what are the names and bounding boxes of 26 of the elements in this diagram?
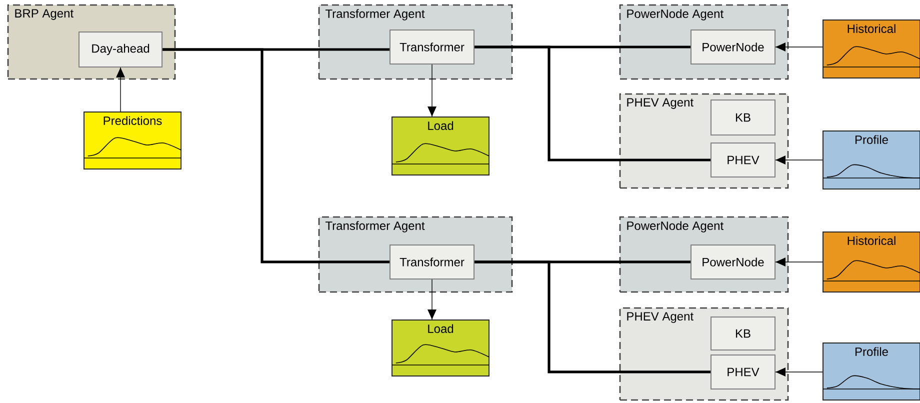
component-box: Transformer: [390, 30, 474, 64]
component-box: PHEV: [710, 142, 776, 178]
component-box: PowerNode: [690, 244, 776, 280]
data-box: Load: [392, 116, 490, 176]
component-box: Day-ahead: [78, 32, 163, 68]
connector: [116, 67, 126, 112]
component-box: PHEV: [710, 354, 776, 390]
connector: [428, 279, 436, 320]
connector: [162, 48, 390, 264]
component-box: Transformer: [390, 244, 474, 280]
component-box: KB: [710, 316, 776, 350]
data-box: Profile: [822, 342, 920, 400]
data-box: Historical: [822, 231, 920, 292]
data-box: Historical: [822, 20, 920, 78]
data-box: Load: [392, 319, 490, 376]
connector: [474, 46, 710, 162]
connector: [775, 367, 823, 376]
connector: [775, 155, 823, 164]
component-box: KB: [710, 100, 776, 136]
connector: [428, 64, 436, 117]
connector: [474, 260, 710, 374]
component-box: PowerNode: [690, 30, 776, 64]
connector: [775, 42, 823, 52]
data-box: Profile: [822, 130, 920, 190]
data-box: Predictions: [84, 112, 182, 170]
connector: [775, 257, 823, 266]
